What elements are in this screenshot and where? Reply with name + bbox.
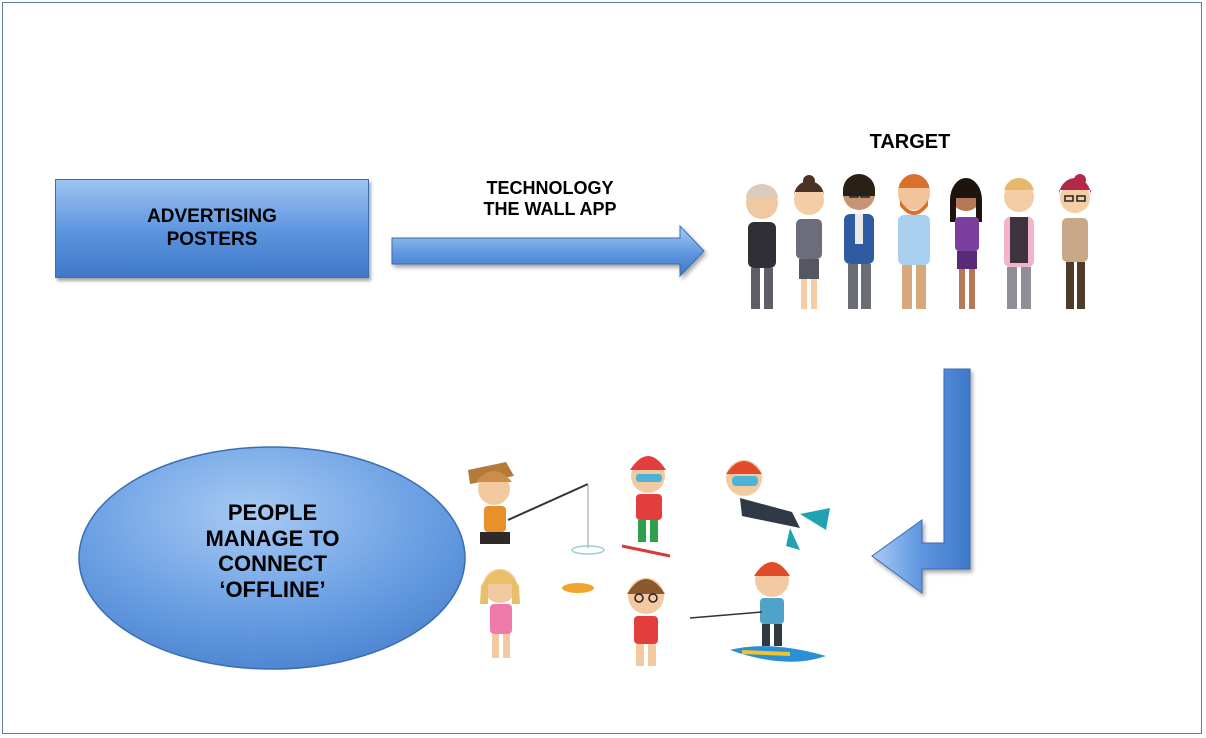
right-arrow: [391, 224, 705, 278]
target-label: TARGET: [869, 131, 951, 153]
people-group-illustration: [746, 174, 1091, 309]
oval-label: PEOPLE MANAGE TO CONNECT ‘OFFLINE’: [205, 500, 340, 603]
glasses-girl-icon: [627, 578, 665, 666]
person-icon: [1059, 174, 1091, 309]
skier-kid-icon: [621, 456, 671, 558]
bent-arrow: [871, 368, 971, 594]
person-icon: [950, 178, 982, 309]
arrow-label: TECHNOLOGY THE WALL APP: [483, 178, 617, 219]
advertising-posters-box: ADVERTISING POSTERS: [55, 179, 369, 278]
advertising-posters-label: ADVERTISING POSTERS: [147, 205, 277, 250]
person-icon: [898, 174, 930, 309]
person-icon: [843, 174, 875, 309]
result-oval: [78, 446, 466, 670]
person-icon: [1004, 178, 1034, 309]
person-icon: [746, 184, 778, 309]
fishing-kid-icon: [468, 462, 605, 555]
wakeboard-kid-icon: [689, 562, 826, 662]
children-activities-illustration: [468, 456, 830, 666]
frisbee-girl-icon: [480, 569, 594, 658]
person-icon: [794, 175, 824, 309]
diver-kid-icon: [726, 460, 830, 550]
